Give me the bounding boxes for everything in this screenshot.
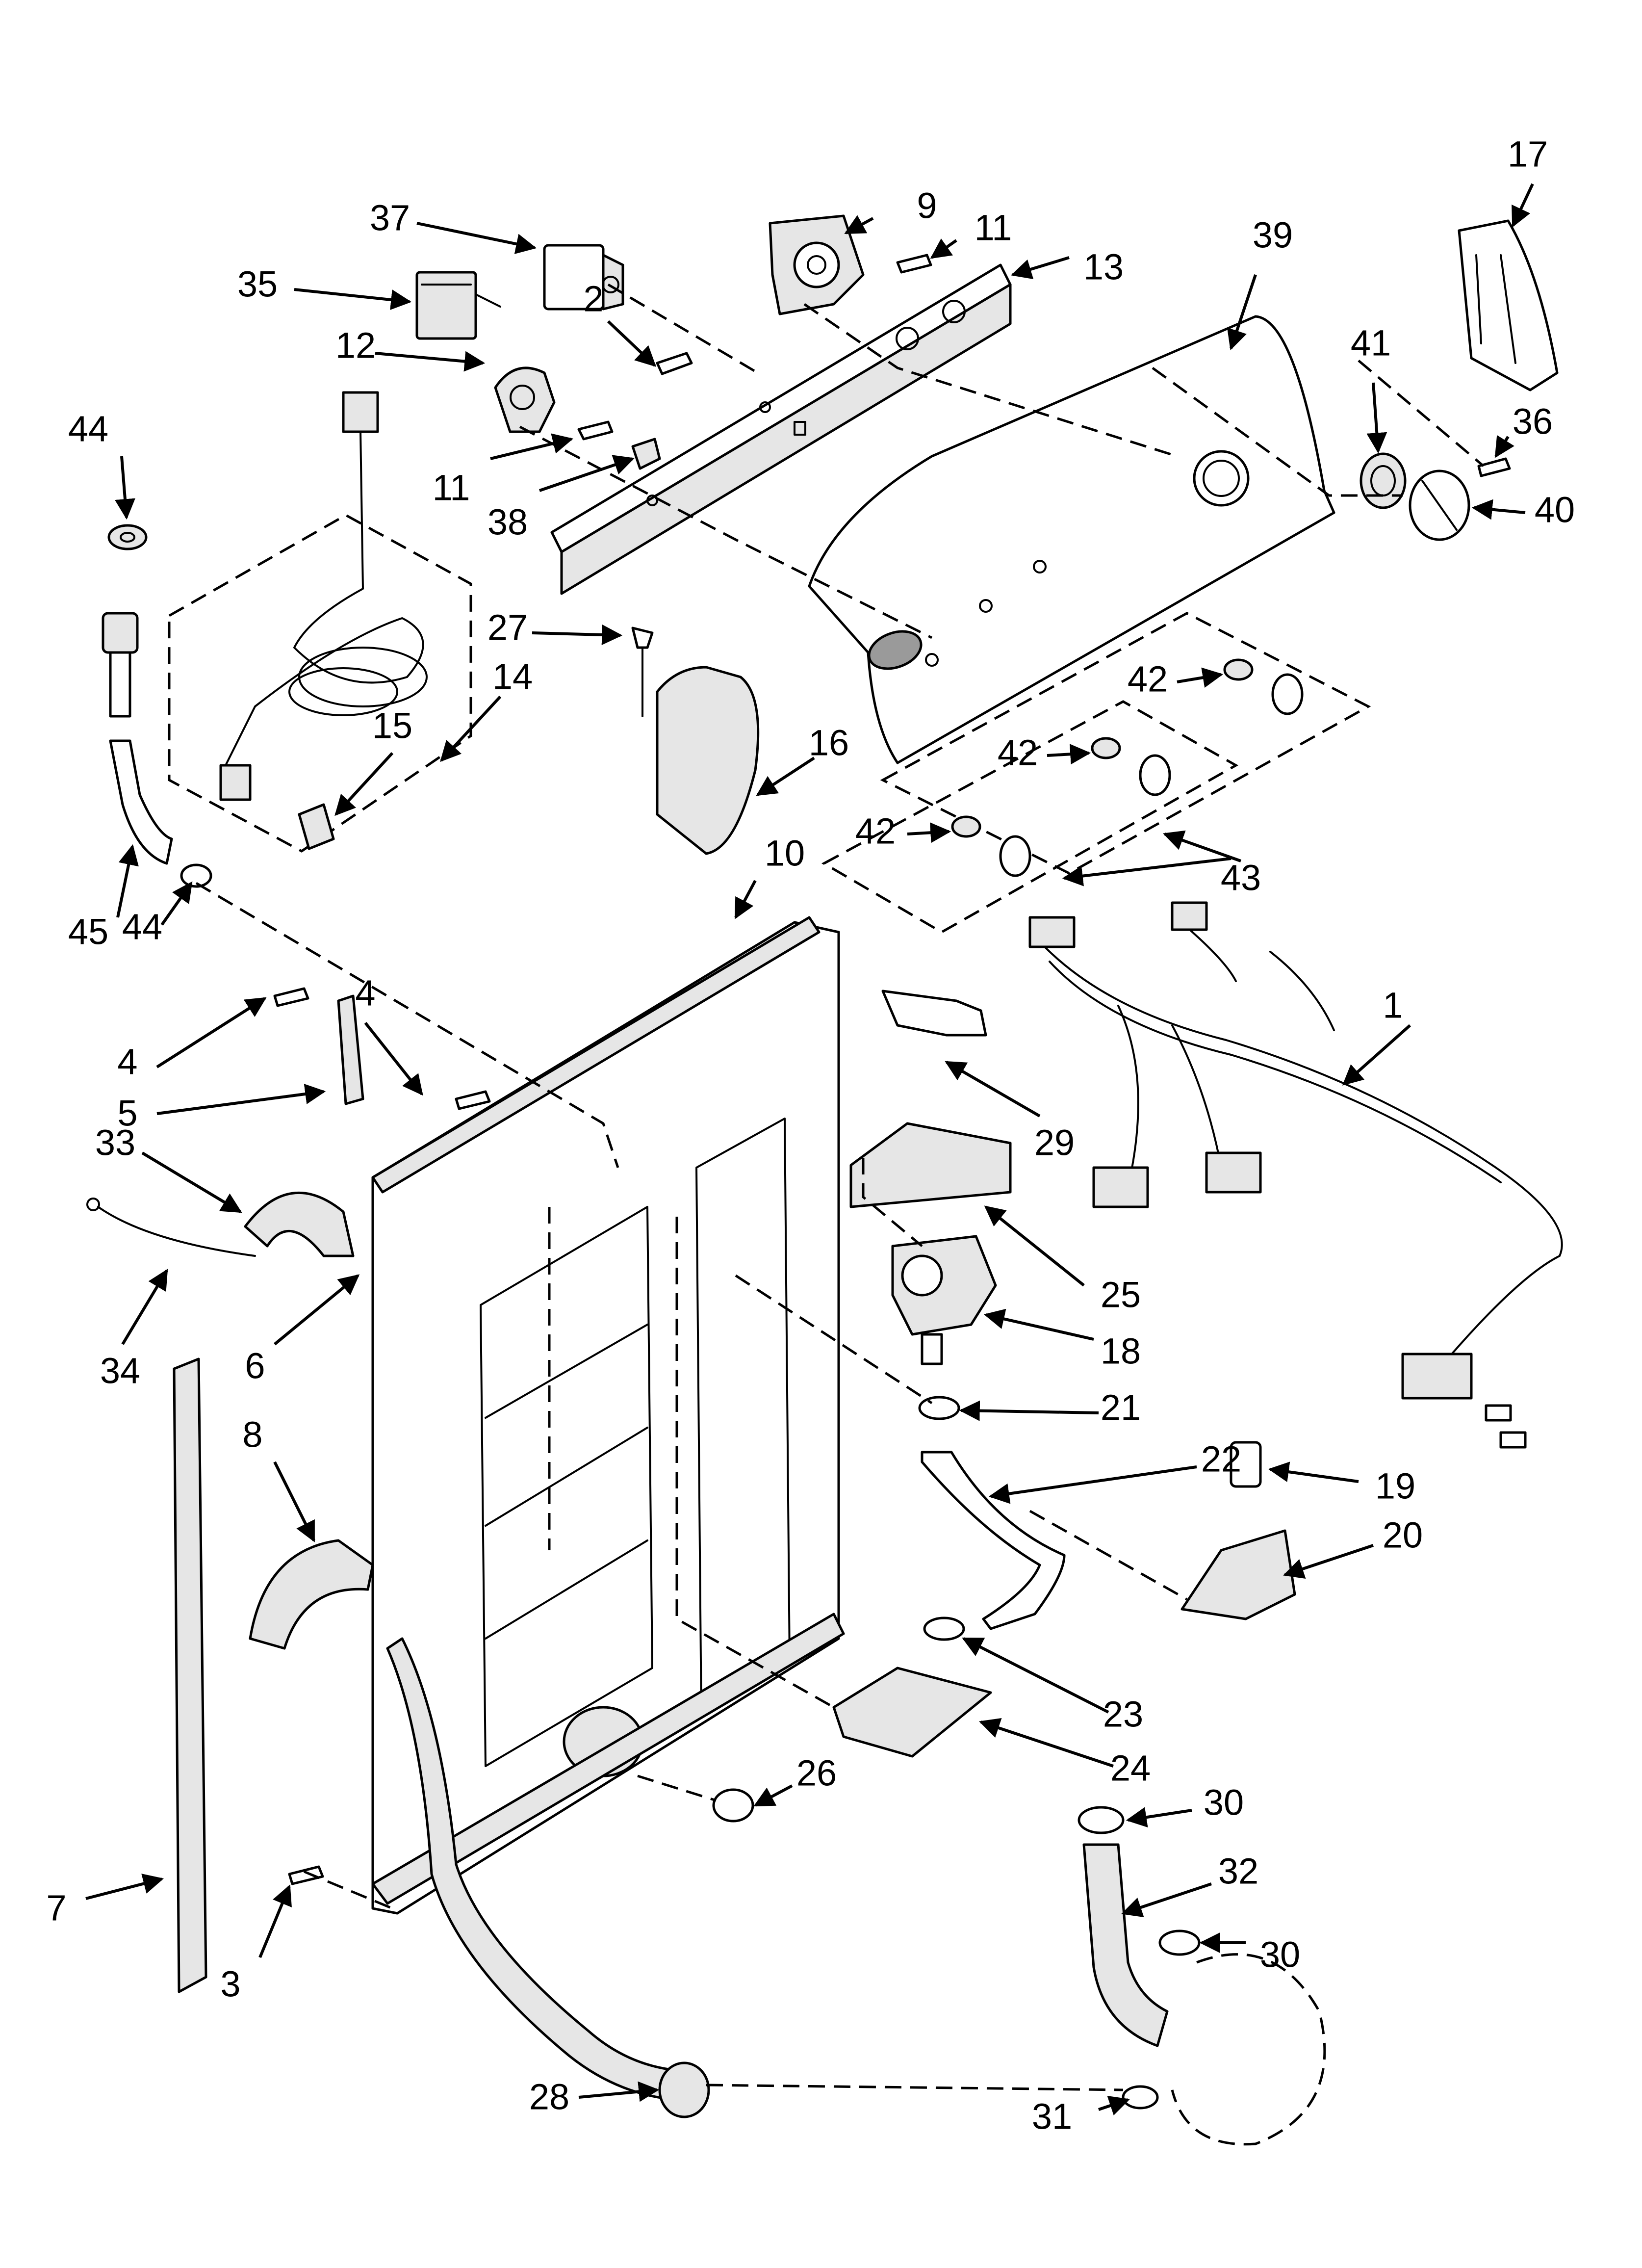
console-part — [808, 315, 1335, 764]
callout-44b: 44 — [122, 907, 162, 947]
switch-part — [543, 244, 624, 311]
water-valve-part — [891, 1235, 997, 1365]
callout-32: 32 — [1218, 1851, 1258, 1892]
drain-hose-part — [249, 1539, 710, 2118]
duct-part — [849, 990, 1012, 1208]
inlet-fitting-part — [102, 612, 173, 865]
side-strip-part — [173, 987, 491, 1993]
screw-part — [577, 254, 1511, 477]
callout-1: 1 — [1383, 985, 1403, 1026]
callout-39: 39 — [1253, 215, 1293, 256]
callout-33: 33 — [95, 1122, 135, 1163]
callout-24: 24 — [1110, 1748, 1151, 1789]
callout-31: 31 — [1032, 2096, 1072, 2137]
callout-4b: 4 — [355, 973, 375, 1014]
nut-part — [107, 524, 212, 888]
sensor-part — [1180, 1441, 1296, 1620]
callout-10: 10 — [765, 833, 805, 874]
callout-35: 35 — [237, 264, 278, 305]
callout-45: 45 — [68, 912, 108, 952]
callout-labels: 1 2 3 4 4 5 6 7 8 9 10 11 11 12 13 14 15… — [46, 134, 1575, 2137]
callout-42a: 42 — [1128, 659, 1168, 700]
callout-44a: 44 — [68, 409, 108, 449]
callout-30b: 30 — [1260, 1934, 1300, 1975]
callout-26: 26 — [796, 1753, 837, 1794]
callout-37: 37 — [370, 198, 410, 238]
callout-40: 40 — [1535, 490, 1575, 530]
wire-harness-part — [1028, 901, 1563, 1449]
callout-20: 20 — [1383, 1515, 1423, 1556]
callout-21: 21 — [1101, 1387, 1141, 1428]
strain-relief-part — [298, 803, 335, 850]
callout-9: 9 — [917, 185, 937, 226]
callout-30a: 30 — [1204, 1782, 1244, 1823]
pressure-switch-part — [494, 366, 556, 433]
callout-28: 28 — [529, 2077, 569, 2117]
callout-29: 29 — [1034, 1122, 1075, 1163]
callout-17: 17 — [1508, 134, 1548, 175]
callout-11a: 11 — [975, 208, 1012, 248]
pump-hose-part — [1082, 1843, 1326, 2146]
callout-6: 6 — [245, 1346, 265, 1386]
knob-insert-part — [821, 612, 1371, 934]
cover-part — [631, 626, 760, 855]
callout-19: 19 — [1375, 1466, 1415, 1507]
control-bracket-part — [550, 263, 1012, 595]
callout-18: 18 — [1101, 1331, 1141, 1372]
clamp-part — [918, 1396, 1201, 2110]
callout-38: 38 — [487, 502, 528, 543]
fill-hose-part — [921, 1451, 1066, 1630]
callout-27: 27 — [487, 607, 528, 648]
callout-13: 13 — [1083, 247, 1124, 287]
callout-43: 43 — [1221, 858, 1261, 898]
callout-41: 41 — [1351, 323, 1391, 364]
callout-7: 7 — [46, 1888, 66, 1929]
callout-11b: 11 — [433, 468, 470, 508]
callout-14: 14 — [492, 656, 533, 697]
callout-22: 22 — [1201, 1439, 1241, 1480]
water-level-motor-part — [769, 214, 865, 315]
power-cord-part — [168, 391, 472, 853]
callout-5: 5 — [117, 1093, 137, 1134]
funnel-part — [712, 1667, 992, 1823]
leader-lines — [85, 183, 1534, 2115]
callout-42b: 42 — [998, 732, 1038, 773]
callout-34: 34 — [100, 1351, 140, 1391]
callout-25: 25 — [1101, 1275, 1141, 1315]
callout-12: 12 — [335, 325, 376, 366]
assembly-lines — [195, 283, 1485, 2091]
timer-part — [415, 271, 501, 340]
callout-8: 8 — [242, 1414, 262, 1455]
callout-42c: 42 — [855, 811, 896, 852]
callout-2: 2 — [583, 279, 603, 319]
shield-part — [86, 1191, 355, 1257]
callout-36: 36 — [1513, 401, 1553, 442]
callout-15: 15 — [372, 705, 412, 746]
callout-23: 23 — [1103, 1694, 1143, 1735]
callout-4a: 4 — [117, 1042, 137, 1082]
end-cap-part — [1458, 219, 1559, 391]
knob-part — [1360, 452, 1470, 541]
rear-panel-part — [371, 916, 845, 1915]
clip-part — [631, 438, 661, 470]
callout-16: 16 — [809, 723, 849, 763]
callout-3: 3 — [220, 1964, 240, 2005]
